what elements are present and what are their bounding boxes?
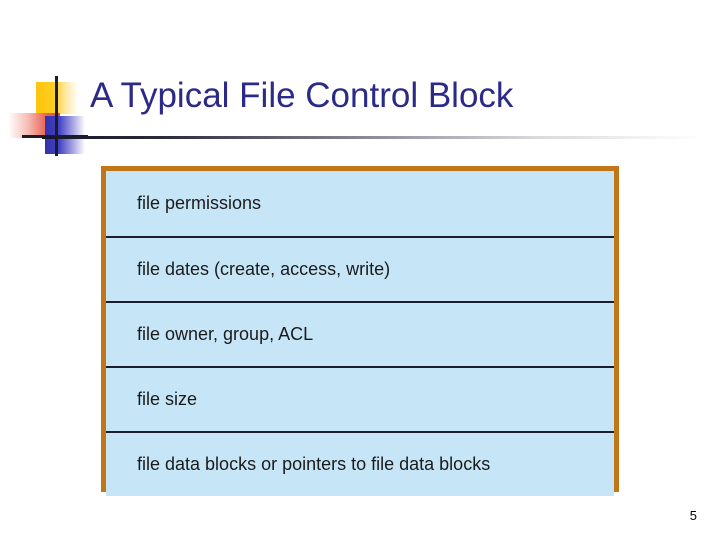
table-row: file permissions	[106, 171, 614, 236]
table-row: file dates (create, access, write)	[106, 236, 614, 301]
table-row-label: file dates (create, access, write)	[137, 259, 391, 279]
page-title: A Typical File Control Block	[90, 76, 514, 115]
title-divider	[42, 136, 702, 139]
file-control-block-table: file permissions file dates (create, acc…	[101, 166, 619, 496]
table-row: file size	[106, 366, 614, 431]
logo-vertical-line-icon	[55, 76, 58, 156]
table-row: file data blocks or pointers to file dat…	[106, 431, 614, 496]
table-row-label: file size	[137, 389, 198, 409]
decorative-logo	[8, 76, 92, 156]
table-row-label: file permissions	[137, 193, 262, 213]
page-number: 5	[689, 508, 697, 523]
table-row-label: file data blocks or pointers to file dat…	[137, 454, 491, 474]
table-row-label: file owner, group, ACL	[137, 324, 314, 344]
table-row: file owner, group, ACL	[106, 301, 614, 366]
